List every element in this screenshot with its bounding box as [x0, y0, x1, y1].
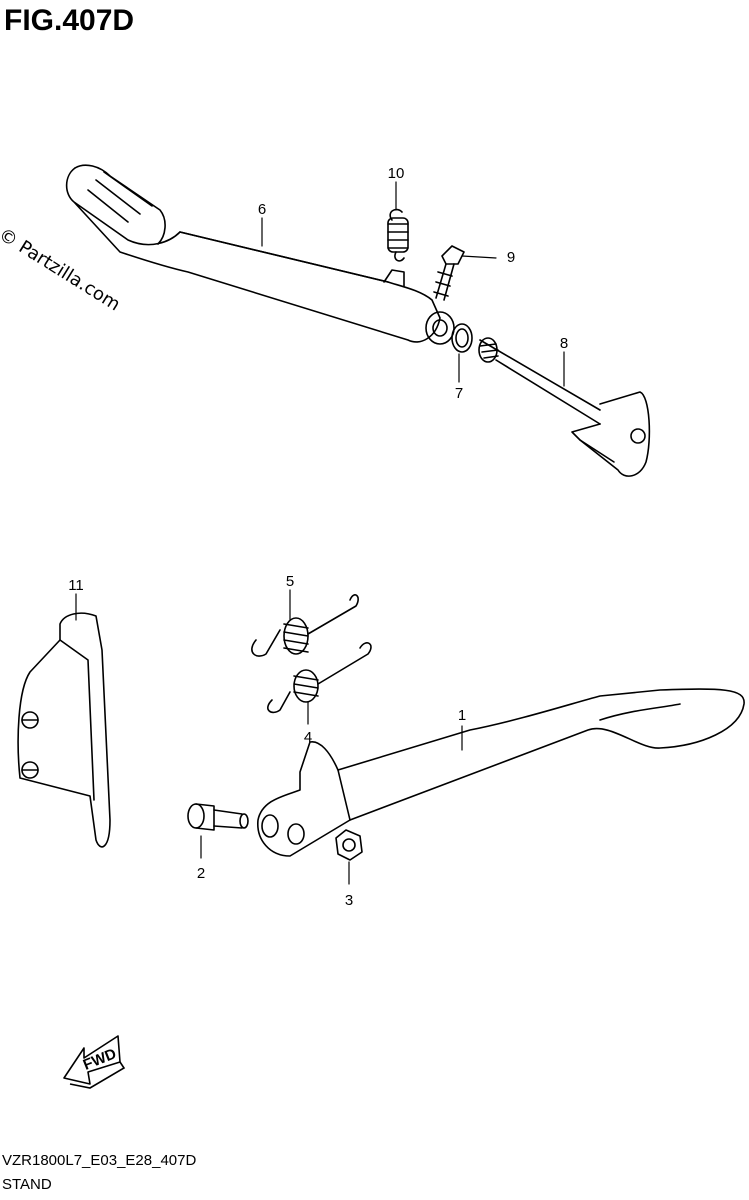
callout-labels: 1 2 3 4 5 6 7 8 9 10 11	[68, 165, 568, 909]
part-11-plate	[17, 612, 111, 848]
part-10-spring	[387, 208, 409, 262]
callout-8: 8	[560, 335, 568, 352]
part-6-stand-lever	[65, 164, 455, 345]
callout-3: 3	[345, 892, 353, 909]
diagram-name: STAND	[2, 1176, 52, 1193]
part-7-washer	[451, 323, 473, 353]
part-2-pivot-bolt	[187, 803, 249, 831]
callout-5: 5	[286, 573, 294, 590]
callout-9: 9	[507, 249, 515, 266]
fwd-arrow-icon: FWD	[63, 1035, 126, 1089]
part-3-nut	[335, 829, 363, 861]
part-1-side-stand	[257, 688, 745, 857]
part-8-shaft	[478, 337, 651, 477]
leader-lines	[75, 181, 565, 885]
callout-6: 6	[258, 201, 266, 218]
fwd-label: FWD	[81, 1045, 119, 1074]
figure-title: FIG.407D	[4, 4, 135, 37]
callout-1: 1	[458, 707, 466, 724]
callout-2: 2	[197, 865, 205, 882]
callout-7: 7	[455, 385, 463, 402]
part-4-spring	[267, 642, 372, 714]
diagram-code: VZR1800L7_E03_E28_407D	[2, 1152, 197, 1169]
callout-10: 10	[388, 165, 405, 182]
callout-4: 4	[304, 729, 312, 746]
part-5-spring	[251, 594, 359, 657]
callout-11: 11	[68, 577, 84, 594]
part-9-bolt	[433, 245, 465, 301]
